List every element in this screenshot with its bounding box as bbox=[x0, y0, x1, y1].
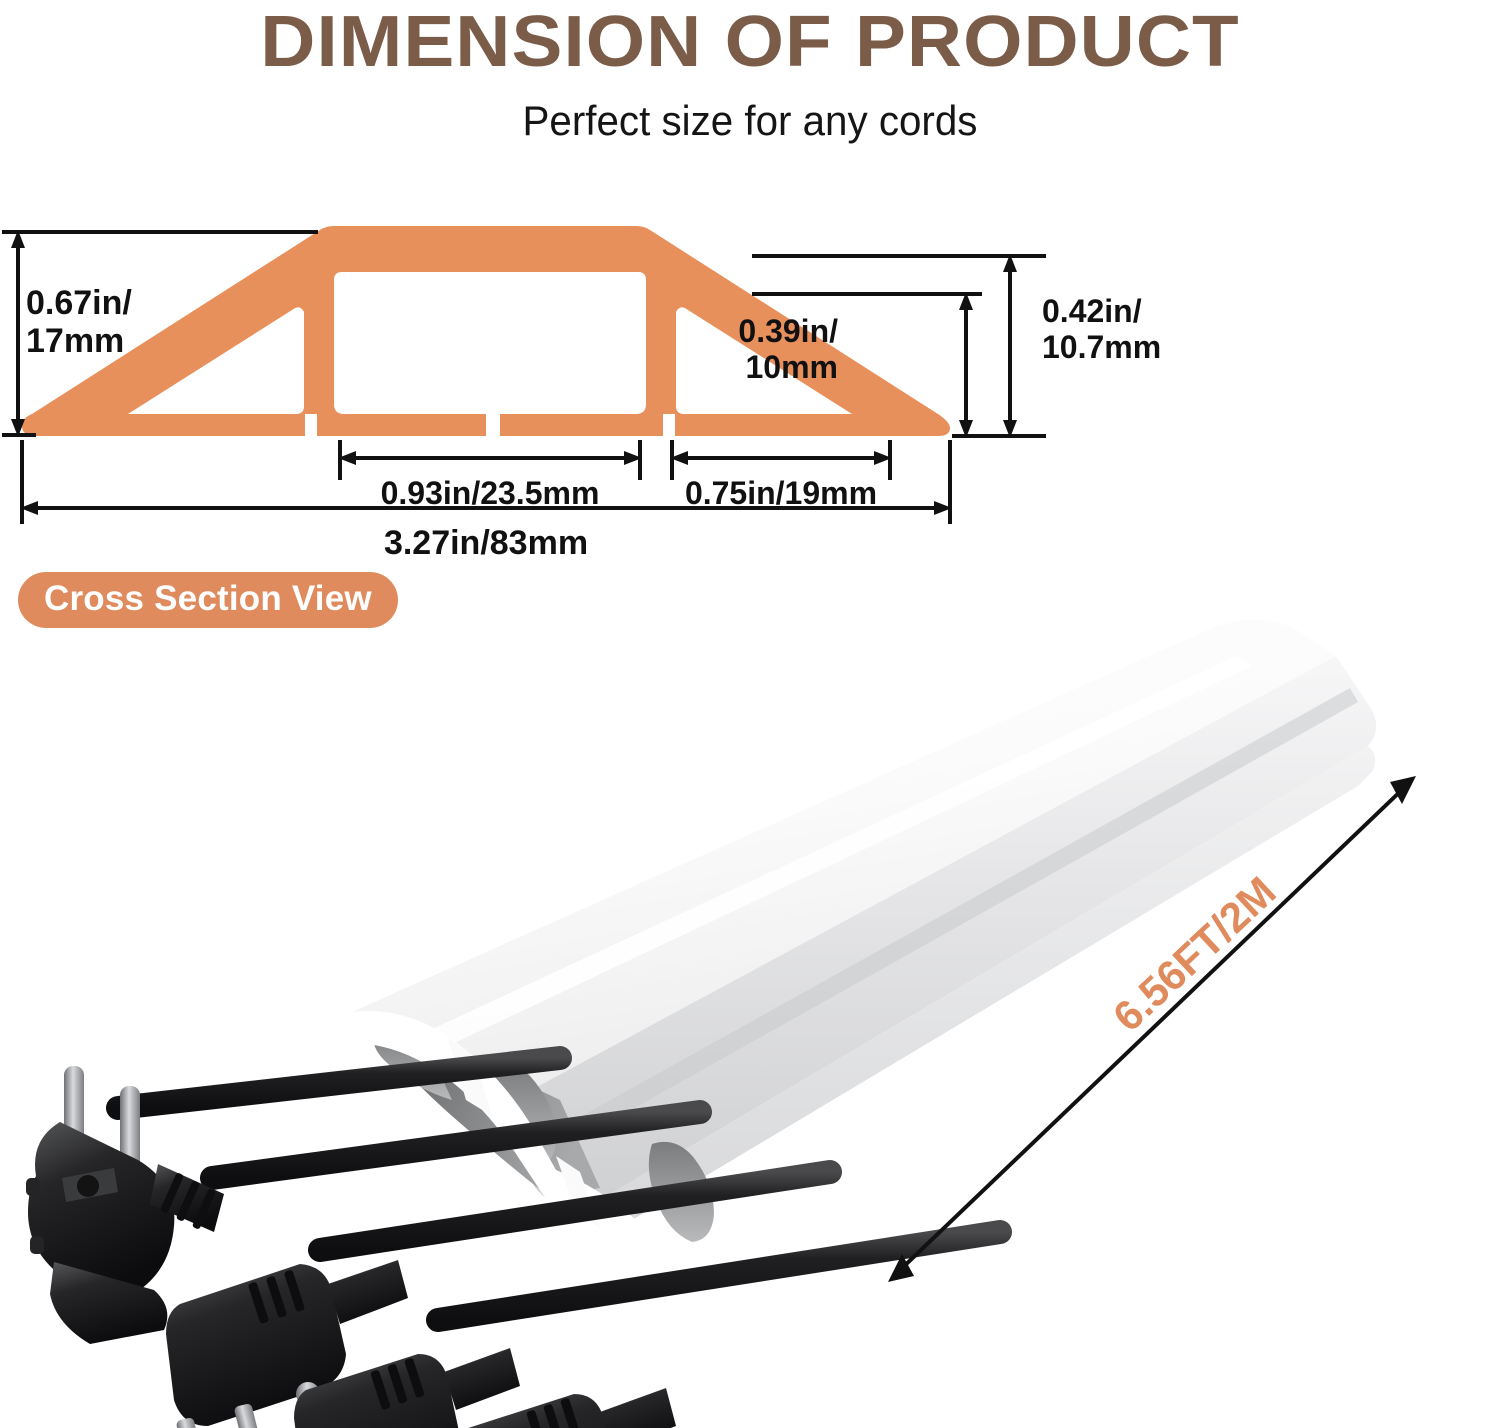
cross-section-diagram: 0.67in/ 17mm 0.42in/ 10.7mm 0.39in/ 10mm bbox=[0, 218, 1180, 558]
dimension-inner-channel-width-label: 0.93in/23.5mm bbox=[381, 475, 600, 511]
cable-cover-body bbox=[352, 619, 1377, 1232]
plug-schuko-eu bbox=[26, 1066, 224, 1344]
dimension-inner-channel-height-label-line2: 10mm bbox=[746, 349, 839, 385]
dimension-wing-height-label-line1: 0.42in/ bbox=[1042, 293, 1142, 329]
cable bbox=[308, 1160, 842, 1262]
cable bbox=[426, 1220, 1012, 1332]
dimension-length-arrow bbox=[888, 776, 1416, 1282]
dimension-overall-height-label-line2: 17mm bbox=[26, 322, 124, 360]
cable-cover-profile bbox=[22, 226, 950, 438]
dimension-wing-height-label-line2: 10.7mm bbox=[1042, 329, 1161, 365]
dimension-overall-height bbox=[2, 230, 318, 437]
cross-section-svg: 0.67in/ 17mm 0.42in/ 10.7mm 0.39in/ 10mm bbox=[2, 226, 1161, 558]
dimension-overall-width-label: 3.27in/83mm bbox=[384, 524, 588, 558]
page-subtitle: Perfect size for any cords bbox=[522, 97, 978, 144]
dimension-inner-channel-width bbox=[338, 440, 642, 480]
cable bbox=[200, 1100, 712, 1190]
product-photo bbox=[0, 560, 1500, 1428]
plug-us-3prong bbox=[166, 1260, 408, 1428]
cable bbox=[106, 1046, 572, 1120]
dimension-overall-width bbox=[20, 440, 952, 524]
dimension-wing-width bbox=[670, 440, 892, 480]
cross-section-view-badge: Cross Section View bbox=[18, 572, 398, 628]
dimension-inner-channel-height bbox=[752, 292, 982, 438]
dimension-inner-channel-height-label-line1: 0.39in/ bbox=[738, 313, 838, 349]
page-title: DIMENSION OF PRODUCT bbox=[260, 2, 1240, 82]
dimension-overall-height-label-line1: 0.67in/ bbox=[26, 284, 132, 322]
product-photo-svg bbox=[26, 619, 1416, 1428]
dimension-wing-width-label: 0.75in/19mm bbox=[685, 475, 877, 511]
header: DIMENSION OF PRODUCT Perfect size for an… bbox=[0, 0, 1500, 142]
plug-us-2prong-a bbox=[294, 1348, 520, 1428]
cable-group bbox=[106, 1046, 1012, 1332]
